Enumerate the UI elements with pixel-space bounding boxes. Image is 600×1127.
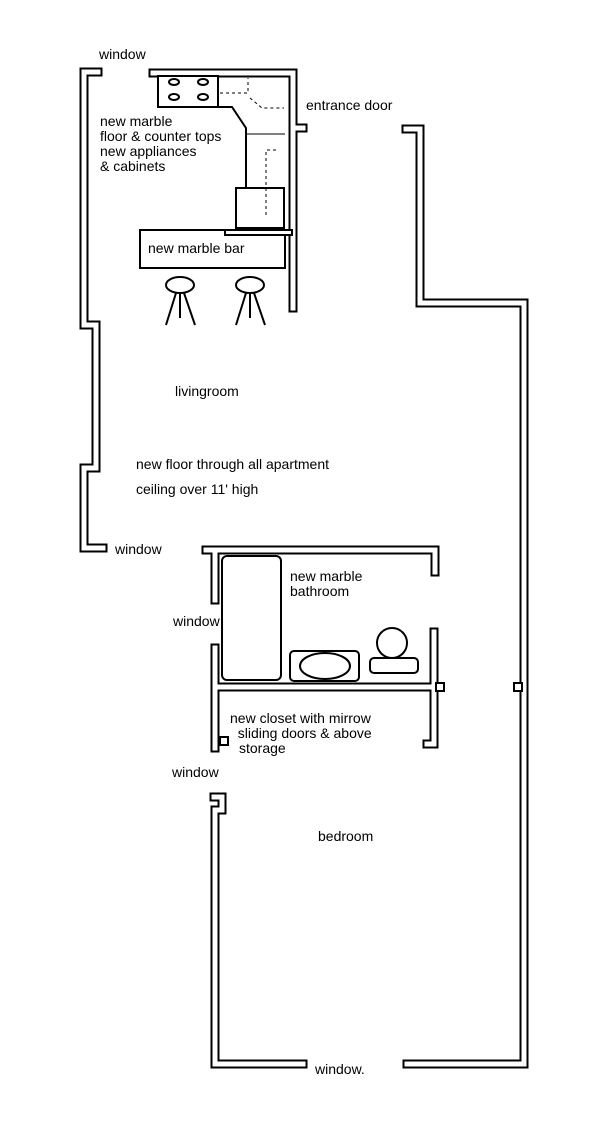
bar-stool-icon xyxy=(165,276,196,326)
window-label: window xyxy=(99,46,146,62)
wall-inner-line xyxy=(424,629,437,747)
stove xyxy=(157,75,219,108)
wall-inner-line xyxy=(403,126,527,1067)
bathtub xyxy=(221,555,282,681)
burner-icon xyxy=(168,93,180,101)
wall-inner-line xyxy=(211,794,306,1067)
bar-label: new marble bar xyxy=(148,240,245,256)
livingroom-label: livingroom xyxy=(175,383,239,399)
burner-icon xyxy=(168,78,180,86)
window-label: window. xyxy=(315,1061,365,1077)
entrance-door-label: entrance door xyxy=(306,97,393,113)
bar-stool-icon xyxy=(235,276,266,326)
fridge xyxy=(235,187,285,229)
wall-inner-line xyxy=(203,547,438,575)
door-stop xyxy=(513,682,523,692)
window-label: window xyxy=(115,541,162,557)
floor-note: new floor through all apartment xyxy=(136,456,329,472)
closet-label: new closet with mirrow sliding doors & a… xyxy=(230,710,372,756)
burner-icon xyxy=(197,78,209,86)
bedroom-left-wall xyxy=(209,792,308,1069)
marble-bar xyxy=(139,229,286,269)
counter xyxy=(218,106,282,189)
ceiling-note: ceiling over 11' high xyxy=(136,481,259,497)
window-label: window xyxy=(173,613,220,629)
door-stop xyxy=(435,682,445,692)
door-stop xyxy=(219,736,229,746)
burner-icon xyxy=(197,93,209,101)
right-wall xyxy=(401,124,529,1069)
window-label: window xyxy=(172,764,219,780)
toilet-bowl-icon xyxy=(376,627,408,659)
sink-icon xyxy=(299,652,351,680)
toilet-tank-icon xyxy=(369,657,419,674)
bedroom-label: bedroom xyxy=(318,828,374,844)
wall-inner-line xyxy=(81,69,106,551)
